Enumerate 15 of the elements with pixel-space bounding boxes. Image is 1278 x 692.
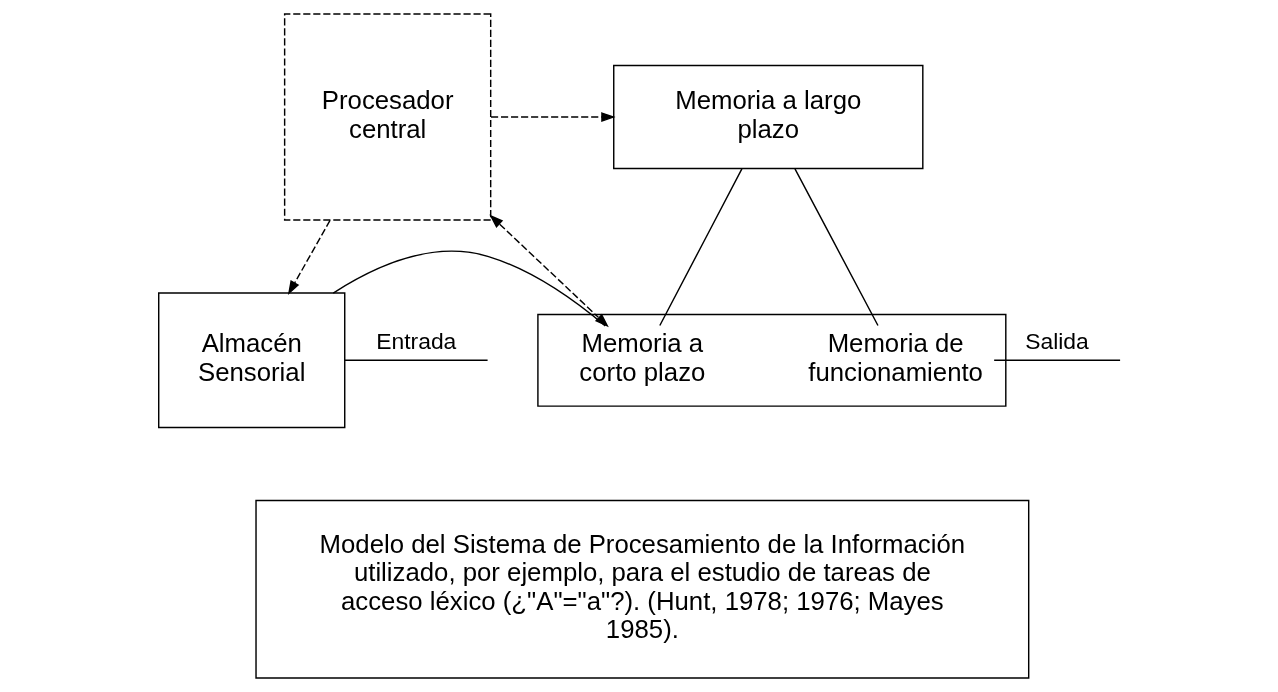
edge-label: Entrada: [375, 327, 456, 354]
connector: [658, 168, 743, 327]
node-box: Procesador central: [283, 13, 491, 221]
connector: [992, 359, 1121, 362]
node-box: Modelo del Sistema de Procesamiento de la Información utilizado, por ejemplo, para el estudio de tareas de acceso léxico (¿"A"="a"?). (Hunt, 1978; 1976; Mayes 1985).: [254, 499, 1029, 679]
edge-label: Salida: [1024, 327, 1089, 354]
node-text: Memoria de funcionamiento: [807, 329, 983, 386]
connector: [332, 250, 606, 327]
arrow: [287, 219, 331, 295]
node-box: Memoria a largo plazo: [612, 64, 924, 170]
arrow: [489, 112, 616, 123]
connector: [343, 359, 488, 362]
node-text: Memoria a corto plazo: [578, 329, 705, 386]
node-box: Almacén Sensorial: [157, 292, 345, 429]
connector: [793, 168, 879, 327]
